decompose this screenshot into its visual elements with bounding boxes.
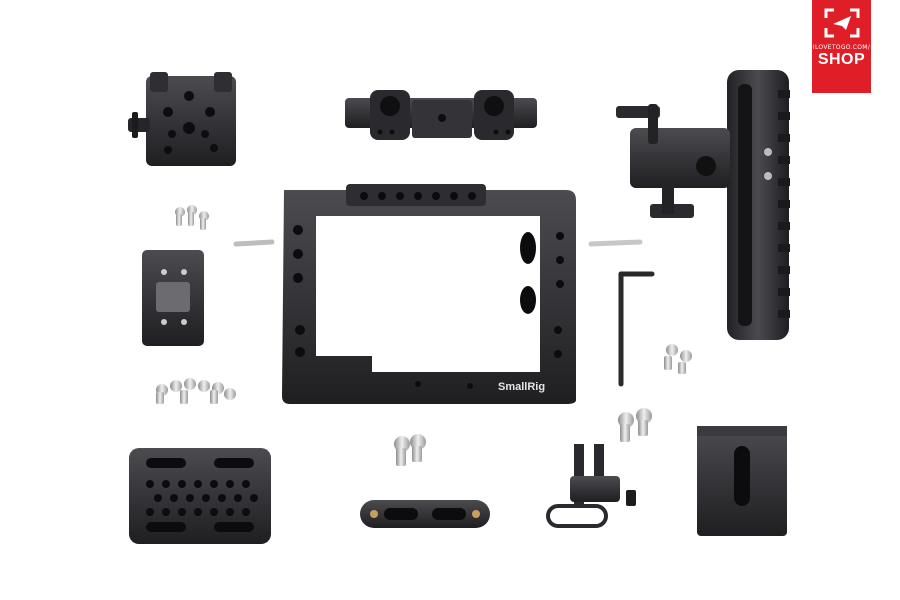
screws-bottom-right	[618, 408, 652, 442]
hex-keys-right	[588, 239, 655, 391]
screws-right	[664, 344, 692, 374]
cheese-plate	[129, 448, 271, 544]
badge-site-text: ILOVETOGO.COM/	[812, 44, 871, 51]
hdmi-cable-clamp	[546, 444, 636, 528]
rod-clamp	[345, 90, 537, 140]
screws-middle-left	[156, 378, 236, 404]
camera-cage: SmallRig	[282, 184, 576, 404]
shop-badge[interactable]: ILOVETOGO.COM/ SHOP	[812, 0, 871, 93]
paper-plane-frame-icon	[812, 8, 871, 43]
brand-label: SmallRig	[498, 381, 545, 393]
quick-release-clamp	[128, 72, 236, 166]
mounting-plate-small	[142, 250, 204, 346]
screws-top-left	[175, 205, 209, 230]
cable-clamp-bar	[360, 500, 490, 528]
top-handle	[616, 70, 790, 340]
screws-bottom-center	[394, 434, 426, 466]
dovetail-plate	[697, 426, 787, 536]
badge-shop-label: SHOP	[817, 51, 866, 68]
hex-keys-left	[233, 239, 275, 361]
